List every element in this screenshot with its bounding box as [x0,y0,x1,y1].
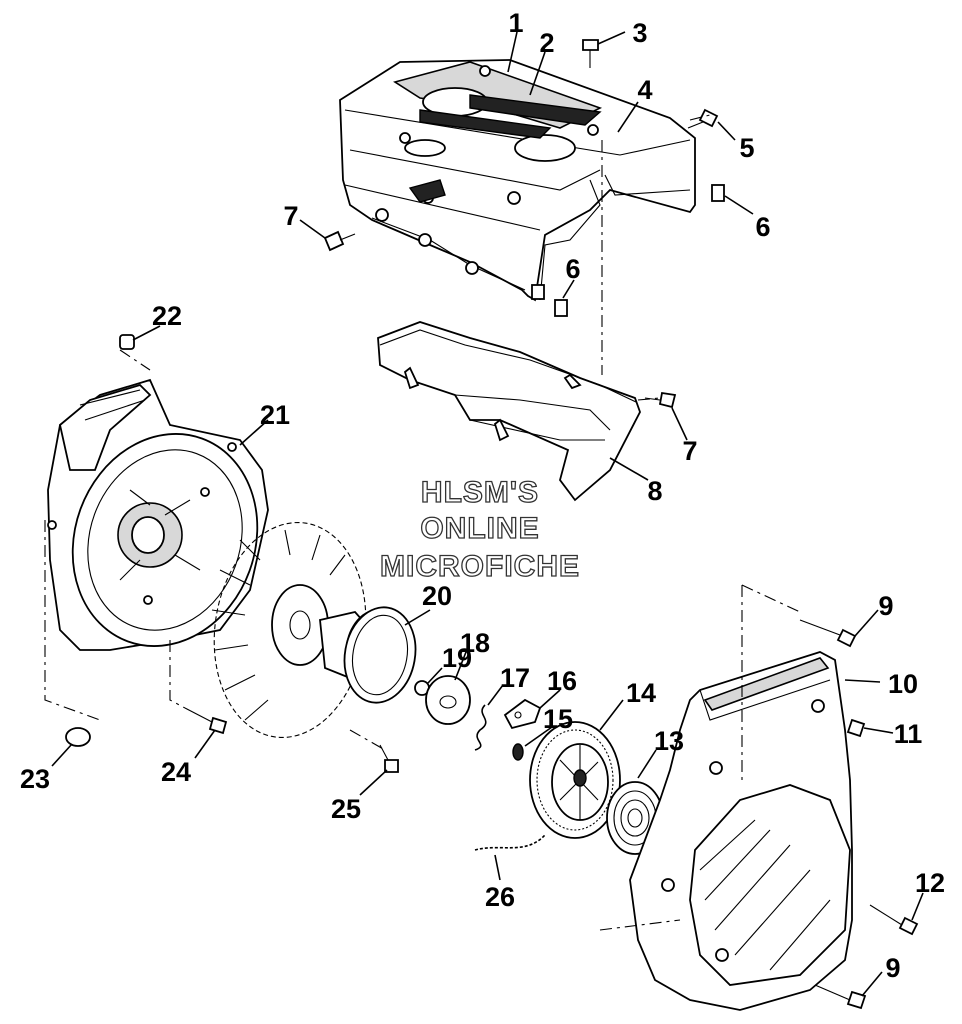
upper-shroud-part [339,59,696,302]
recoil-housing-part [629,651,853,1011]
bolts [184,39,919,1010]
callout-16: 16 [547,666,577,696]
pawl-cup-18 [425,675,471,725]
callout-23: 23 [20,764,50,794]
small-parts [65,184,725,855]
callout-labels: 1 2 3 4 5 6 6 7 7 8 9 9 10 11 12 13 14 1… [20,8,945,983]
callout-7-a: 7 [283,201,298,231]
callout-10: 10 [888,669,918,699]
centerlines [44,114,801,931]
callout-8: 8 [647,476,662,506]
callout-22: 22 [152,301,182,331]
callout-18: 18 [460,628,490,658]
callout-14: 14 [626,678,656,708]
callout-11: 11 [894,719,923,749]
callout-19: 19 [442,643,472,673]
callout-26: 26 [485,882,515,912]
callout-6-b: 6 [565,254,580,284]
callout-24: 24 [161,757,191,787]
callout-3: 3 [632,18,647,48]
watermark-line-2: ONLINE [420,512,539,545]
callout-5: 5 [739,133,754,163]
callout-2: 2 [539,28,554,58]
callout-1: 1 [508,8,523,38]
callout-12: 12 [915,868,945,898]
callout-25: 25 [331,794,361,824]
callout-7-b: 7 [682,436,697,466]
blower-housing-part [47,378,269,651]
leader-lines [51,31,924,997]
callout-21: 21 [260,400,290,430]
callout-17: 17 [500,663,530,693]
watermark-line-3: MICROFICHE [380,550,580,583]
callout-4: 4 [637,75,652,105]
callout-13: 13 [654,726,684,756]
air-duct-part [377,321,641,502]
callout-20: 20 [422,581,452,611]
callout-15: 15 [543,704,573,734]
callout-6-a: 6 [755,212,770,242]
watermark-line-1: HLSM'S [421,476,539,509]
callout-9-a: 9 [878,591,893,621]
watermark: HLSM'S ONLINE MICROFICHE [379,475,580,583]
callout-9-b: 9 [885,953,900,983]
